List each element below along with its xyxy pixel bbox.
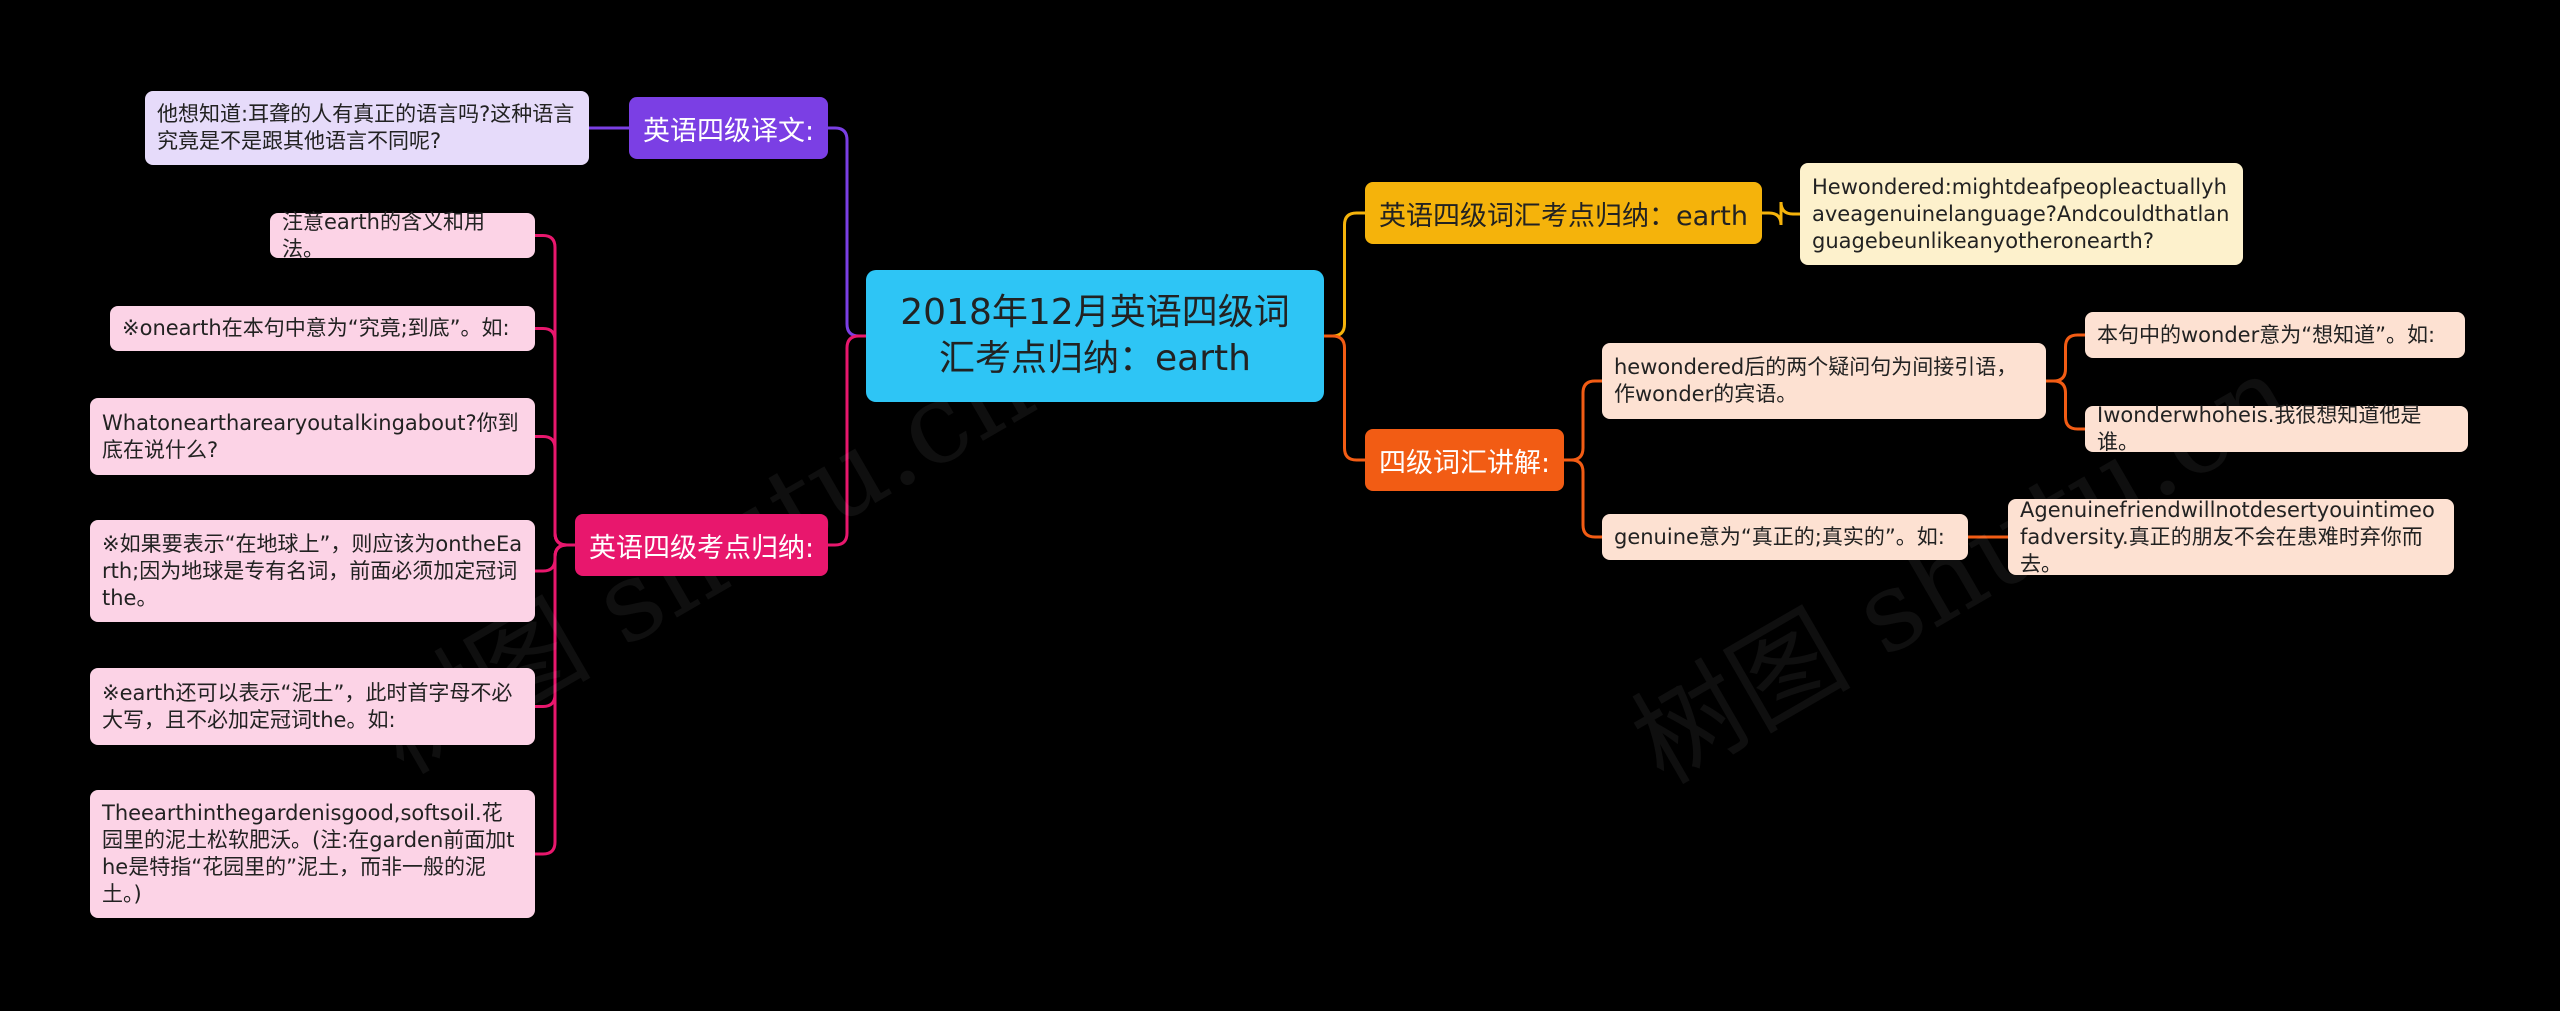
leaf-exam-point-6[interactable]: Theearthinthegardenisgood,softsoil.花园里的泥…: [90, 790, 535, 918]
link-root-translation: [828, 126, 866, 338]
link-root-exam-points: [828, 334, 866, 547]
leaf-exam-point-3[interactable]: Whatoneartharearyoutalkingabout?你到底在说什么?: [90, 398, 535, 475]
branch-vocab-summary[interactable]: 英语四级词汇考点归纳：earth: [1365, 182, 1762, 244]
branch-exam-points[interactable]: 英语四级考点归纳:: [575, 514, 829, 576]
link-exam-point-3: [535, 435, 575, 547]
link-explain-wonder: [1564, 379, 1602, 462]
branch-vocab-explain[interactable]: 四级词汇讲解:: [1365, 429, 1565, 491]
leaf-wonder-example[interactable]: Iwonderwhoheis.我很想知道他是谁。: [2085, 403, 2468, 454]
branch-translation[interactable]: 英语四级译文:: [629, 97, 829, 159]
leaf-exam-point-4[interactable]: ※如果要表示“在地球上”，则应该为ontheEarth;因为地球是专有名词，前面…: [90, 520, 535, 622]
link-explain-genuine: [1564, 458, 1602, 539]
sub-genuine-explain[interactable]: genuine意为“真正的;真实的”。如:: [1602, 514, 1968, 560]
link-root-vocab-summary: [1324, 211, 1365, 338]
link-wonder-meaning: [2046, 333, 2085, 383]
leaf-exam-point-2[interactable]: ※onearth在本句中意为“究竟;到底”。如:: [110, 306, 535, 351]
sub-wonder-explain[interactable]: hewondered后的两个疑问句为间接引语，作wonder的宾语。: [1602, 343, 2046, 419]
link-wonder-example: [2046, 379, 2085, 431]
link-vocab-summary-leaf: [1762, 201, 1800, 226]
leaf-exam-point-1[interactable]: 注意earth的含义和用法。: [270, 210, 535, 261]
link-exam-point-6: [535, 543, 575, 856]
link-root-vocab-explain: [1324, 334, 1365, 462]
leaf-exam-point-5[interactable]: ※earth还可以表示“泥土”，此时首字母不必大写，且不必加定冠词the。如:: [90, 668, 535, 745]
leaf-wonder-meaning[interactable]: 本句中的wonder意为“想知道”。如:: [2085, 312, 2465, 358]
leaf-genuine-example[interactable]: Agenuinefriendwillnotdesertyouintimeofad…: [2008, 498, 2454, 576]
leaf-vocab-summary[interactable]: Hewondered:mightdeafpeopleactuallyhaveag…: [1800, 163, 2243, 265]
leaf-translation[interactable]: 他想知道:耳聋的人有真正的语言吗?这种语言究竟是不是跟其他语言不同呢?: [145, 91, 589, 165]
root-topic[interactable]: 2018年12月英语四级词汇考点归纳：earth: [866, 270, 1324, 402]
